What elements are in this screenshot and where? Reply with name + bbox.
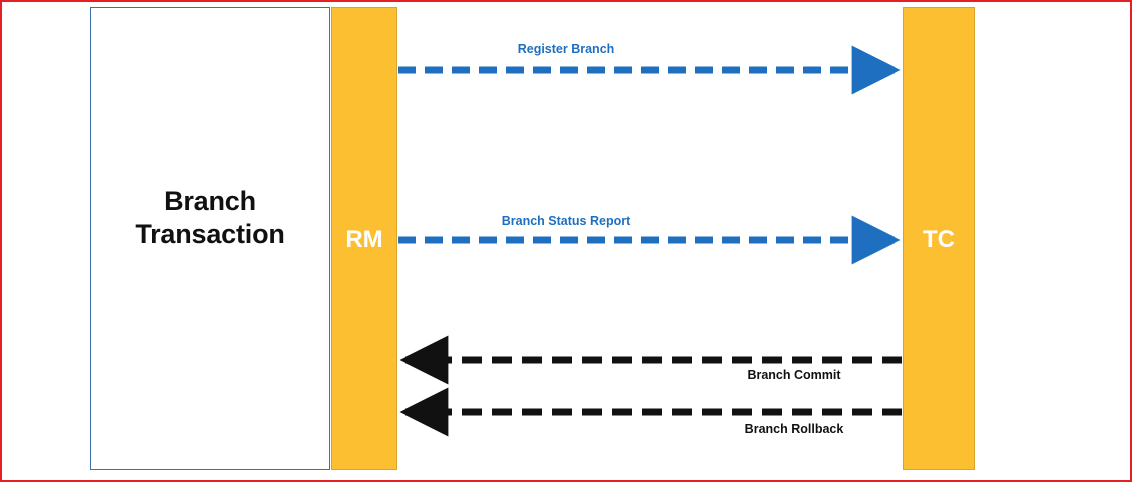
branch-transaction-label: Branch Transaction [90,185,330,251]
branch-transaction-box [90,7,330,470]
rm-actor-label: RM [345,226,383,253]
tc-actor-label: TC [923,226,955,253]
branch-transaction-label-line1: Branch [164,186,256,216]
flow-label-register-branch: Register Branch [517,42,615,56]
branch-transaction-label-line2: Transaction [135,218,285,249]
flow-label-branch-status-report: Branch Status Report [501,214,631,228]
flow-label-branch-rollback: Branch Rollback [744,422,844,436]
flow-label-branch-commit: Branch Commit [747,368,841,382]
tc-actor-box [903,7,975,470]
rm-actor-box [331,7,397,470]
